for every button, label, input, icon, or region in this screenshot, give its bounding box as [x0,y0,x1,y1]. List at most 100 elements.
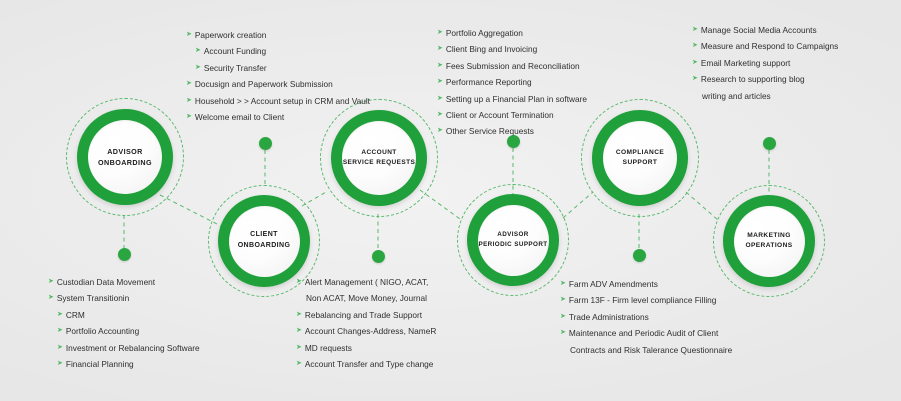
list-item: ➤Paperwork creation [186,30,370,41]
bullet-icon: ➤ [437,29,443,36]
bullet-icon: ➤ [560,296,566,304]
node-advisor-periodic-support[interactable]: ADVISOR PERIODIC SUPPORT [457,184,569,296]
bullet-icon: ➤ [57,310,63,318]
list-item: ➤writing and articles [692,91,838,102]
list-item: ➤Setting up a Financial Plan in software [437,94,587,105]
list-item: ➤Investment or Rebalancing Software [48,343,200,354]
node-label-line1: ADVISOR [497,231,529,239]
node-label-line2: SUPPORT [622,159,658,166]
list-item-label: Farm 13F - Firm level compliance Filling [568,295,717,306]
list-item-label: Account Changes-Address, NameR [304,326,437,337]
list-item: ➤Portfolio Aggregation [437,28,587,39]
list-item: ➤Financial Planning [48,359,200,370]
list-item: ➤Portfolio Accounting [48,326,200,337]
list-item: ➤Trade Administrations [560,312,732,323]
list-item: ➤Farm ADV Amendments [560,279,732,290]
list-item-label: CRM [65,309,85,320]
node-marketing-operations[interactable]: MARKETING OPERATIONS [713,185,825,297]
list-item: ➤Account Changes-Address, NameR [296,326,436,337]
list-advisor-periodic-support: ➤Alert Management ( NIGO, ACAT,➤Non ACAT… [296,277,436,375]
node-compliance-support[interactable]: COMPLIANCE SUPPORT [581,99,699,217]
list-item: ➤Docusign and Paperwork Submission [186,79,370,90]
list-item-label: System Transitionin [56,293,130,304]
bullet-icon: ➤ [48,294,54,302]
list-item-label: Performance Reporting [445,77,532,88]
list-item-label: Non ACAT, Move Money, Journal [306,293,427,304]
list-item-label: Email Marketing support [700,57,791,68]
bullet-icon: ➤ [692,42,698,50]
list-item-label: Other Service Requests [445,126,534,137]
list-item-label: Manage Social Media Accounts [700,25,817,35]
connector-dot-account-service-requests [372,250,385,263]
list-item: ➤Farm 13F - Firm level compliance Fillin… [560,295,732,306]
node-label-line1: ACCOUNT [361,148,397,156]
bullet-icon: ➤ [57,359,63,367]
bullet-icon: ➤ [186,112,192,120]
list-item: ➤Account Transfer and Type change [296,359,436,370]
node-account-service-requests[interactable]: ACCOUNT SERVICE REQUESTS [320,99,438,217]
list-item: ➤Rebalancing and Trade Support [296,310,436,321]
list-item-label: Security Transfer [203,62,267,73]
bullet-icon: ➤ [437,110,443,118]
bullet-icon: ➤ [560,280,566,287]
bullet-icon: ➤ [296,359,302,367]
list-item-label: Portfolio Aggregation [445,28,523,38]
list-item: ➤Welcome email to Client [186,112,370,123]
list-item: ➤Email Marketing support [692,58,838,69]
list-item-label: Custodian Data Movement [56,277,156,287]
bullet-icon: ➤ [195,47,201,55]
list-item-label: Trade Administrations [568,311,649,322]
list-item-label: Account Funding [203,46,267,57]
node-halo [581,99,699,217]
bullet-icon: ➤ [437,45,443,53]
list-item: ➤Client Bing and Invoicing [437,44,587,55]
node-label-line1: MARKETING [747,231,791,239]
list-item-label: Contracts and Risk Talerance Questionnai… [570,344,733,355]
list-item-label: Research to supporting blog [700,74,805,85]
node-label-line1: CLIENT [250,231,278,239]
list-item: ➤Maintenance and Periodic Audit of Clien… [560,328,732,339]
list-item-label: MD requests [304,342,352,353]
node-halo [66,98,184,216]
list-item: ➤Security Transfer [186,63,370,74]
list-item: ➤Alert Management ( NIGO, ACAT, [296,277,436,288]
list-marketing-operations: ➤Manage Social Media Accounts ➤Measure an… [692,25,838,107]
bullet-icon: ➤ [296,343,302,351]
bullet-icon: ➤ [437,94,443,102]
list-item: ➤Household > > Account setup in CRM and … [186,96,370,107]
node-label-line2: ONBOARDING [237,242,291,249]
list-item-label: Client Bing and Invoicing [445,44,538,55]
list-item-label: Portfolio Accounting [65,326,140,337]
bullet-icon: ➤ [437,127,443,135]
bullet-icon: ➤ [57,343,63,351]
bullet-icon: ➤ [560,329,566,337]
list-item-label: Rebalancing and Trade Support [304,309,423,320]
node-label-line2: OPERATIONS [745,242,793,249]
node-label-line2: ONBOARDING [98,158,152,167]
node-label-line1: COMPLIANCE [615,148,665,156]
node-advisor-onboarding[interactable]: ADVISOR ONBOARDING [66,98,184,216]
list-item: ➤Measure and Respond to Campaigns [692,41,838,52]
list-client-onboarding: ➤Custodian Data Movement➤System Transiti… [48,277,200,375]
node-core: ADVISOR PERIODIC SUPPORT [477,204,549,276]
node-label-line2: PERIODIC SUPPORT [478,241,548,248]
list-item: ➤Other Service Requests [437,126,587,137]
bullet-icon: ➤ [296,278,302,285]
list-item: ➤MD requests [296,343,436,354]
connector-dot-client-onboarding [259,137,272,150]
list-compliance-support: ➤Farm ADV Amendments➤Farm 13F - Firm lev… [560,279,732,361]
list-account-service-requests: ➤Portfolio Aggregation➤Client Bing and I… [437,28,587,143]
node-core: COMPLIANCE SUPPORT [603,121,677,195]
list-item: ➤Non ACAT, Move Money, Journal [296,293,436,304]
bullet-icon: ➤ [195,63,201,71]
list-item-label: Investment or Rebalancing Software [65,342,200,353]
node-client-onboarding[interactable]: CLIENT ONBOARDING [208,185,320,297]
list-item-label: Docusign and Paperwork Submission [194,79,333,90]
bullet-icon: ➤ [296,327,302,335]
bullet-icon: ➤ [57,327,63,335]
list-item-label: Financial Planning [65,358,134,369]
list-item: ➤Contracts and Risk Talerance Questionna… [560,345,732,356]
list-item-label: Fees Submission and Reconciliation [445,60,580,71]
connector-dot-marketing-operations [763,137,776,150]
